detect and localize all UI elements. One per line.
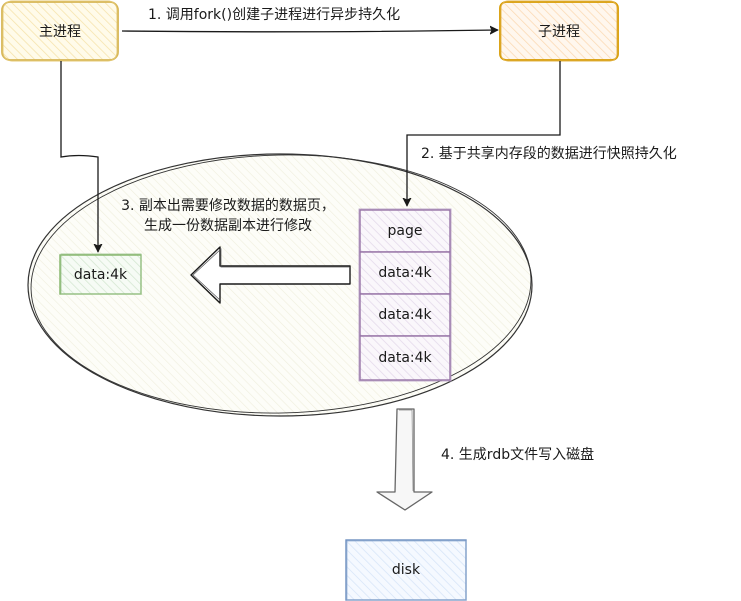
edge-main-to-copy <box>60 61 98 252</box>
page-stack <box>358 208 452 382</box>
step2-label: 2. 基于共享内存段的数据进行快照持久化 <box>421 146 677 162</box>
copy-arrow-icon <box>190 246 351 304</box>
copied-page-label: data:4k <box>73 266 128 283</box>
page-cell-data: data:4k <box>378 265 432 281</box>
step4-label: 4. 生成rdb文件写入磁盘 <box>441 447 595 463</box>
page-cell-data: data:4k <box>378 350 432 366</box>
main-process-label: 主进程 <box>39 24 81 40</box>
disk-label: disk <box>391 562 421 578</box>
page-cell-header: page <box>387 223 423 239</box>
step3-label-line1: 3. 副本出需要修改数据的数据页， <box>121 198 335 214</box>
page-cell-data: data:4k <box>378 307 432 323</box>
main-process-node[interactable] <box>1 0 119 62</box>
write-disk-arrow-icon <box>376 408 433 511</box>
step3-label-line2: 生成一份数据副本进行修改 <box>144 218 312 234</box>
step1-label: 1. 调用fork()创建子进程进行异步持久化 <box>148 7 401 23</box>
copied-data-page[interactable] <box>59 253 142 295</box>
disk-node[interactable] <box>345 539 467 601</box>
edge-snapshot <box>407 61 561 206</box>
child-process-label: 子进程 <box>538 24 580 40</box>
child-process-node[interactable] <box>499 0 619 62</box>
edge-fork <box>121 30 498 32</box>
